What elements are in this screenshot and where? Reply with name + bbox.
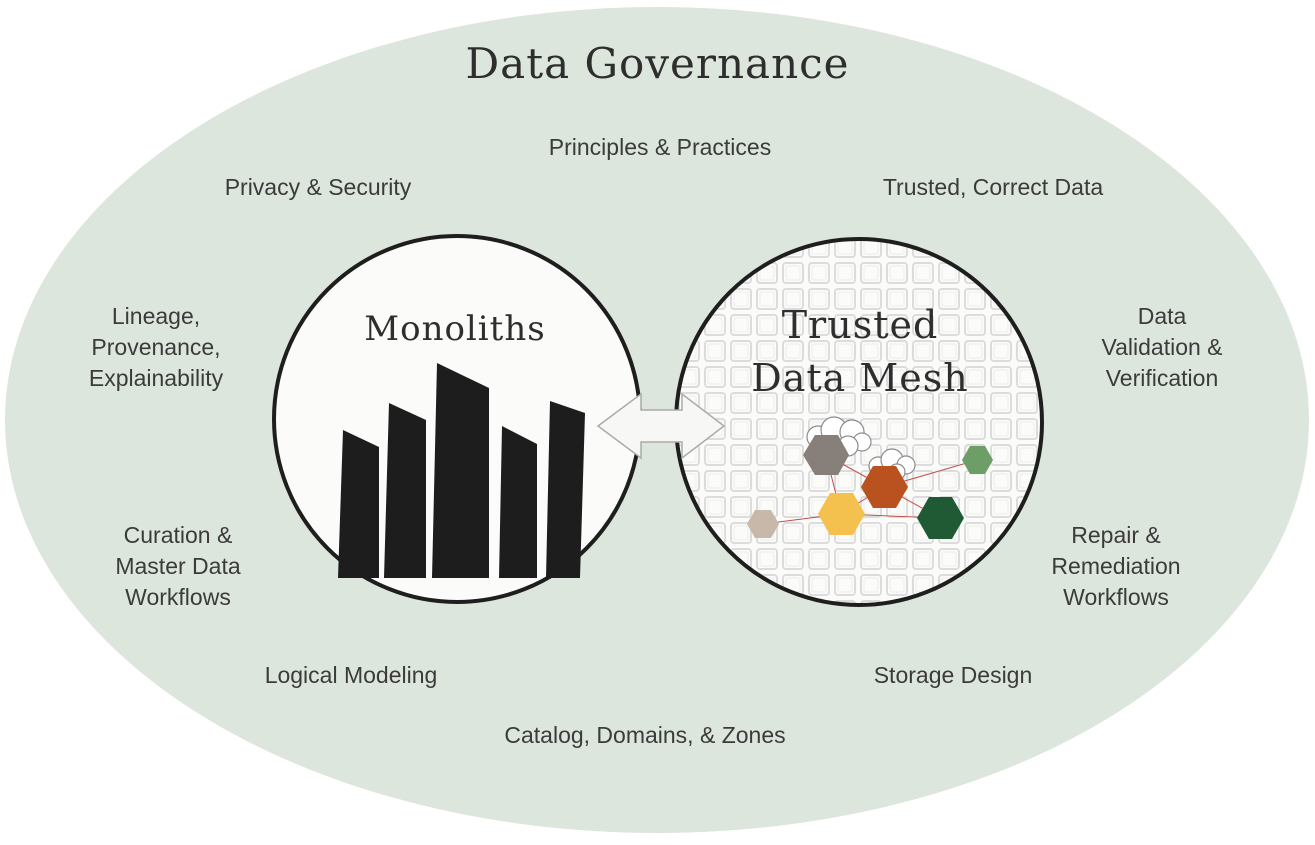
topic-repair-line1: Repair & [1071,522,1161,548]
building-3 [432,363,489,578]
topic-repair-line3: Workflows [1063,584,1169,610]
hex-node-tan [747,510,779,538]
topic-validation: Data Validation & Verification [1062,301,1262,394]
topic-curation-line1: Curation & [123,522,233,548]
topic-curation-line2: Master Data [115,553,241,579]
mesh-label-line2: Data Mesh [751,356,969,400]
monoliths-label: Monoliths [364,309,546,349]
building-1 [338,430,379,578]
topic-trusted-correct: Trusted, Correct Data [882,174,1104,200]
hex-node-light-green [962,446,993,474]
bidirectional-arrow-icon [596,392,726,460]
topic-repair-line2: Remediation [1051,553,1181,579]
building-2 [384,403,426,578]
topic-principles: Principles & Practices [548,134,772,160]
topic-privacy: Privacy & Security [224,174,412,200]
topic-curation-line3: Workflows [125,584,231,610]
hex-node-orange [861,466,908,508]
building-5 [546,401,585,578]
mesh-network [747,416,993,539]
building-4 [499,426,537,578]
topic-validation-line2: Validation & [1101,334,1223,360]
hex-node-dark-green [917,497,964,539]
topic-logical-modeling: Logical Modeling [264,662,438,688]
topic-validation-line3: Verification [1105,365,1219,391]
hex-node-gray [803,435,849,475]
diagram-title: Data Governance [465,39,850,88]
topic-lineage-line2: Provenance, [91,334,221,360]
topic-lineage: Lineage, Provenance, Explainability [56,301,256,394]
topic-repair: Repair & Remediation Workflows [1016,520,1216,613]
mesh-label-line1: Trusted [781,303,939,347]
topic-catalog: Catalog, Domains, & Zones [504,722,786,748]
topic-lineage-line1: Lineage, [111,303,201,329]
topic-storage-design: Storage Design [873,662,1033,688]
topic-curation: Curation & Master Data Workflows [78,520,278,613]
topic-lineage-line3: Explainability [88,365,224,391]
hex-node-yellow [818,493,865,535]
monolith-buildings-icon [338,363,585,578]
topic-validation-line1: Data [1137,303,1187,329]
